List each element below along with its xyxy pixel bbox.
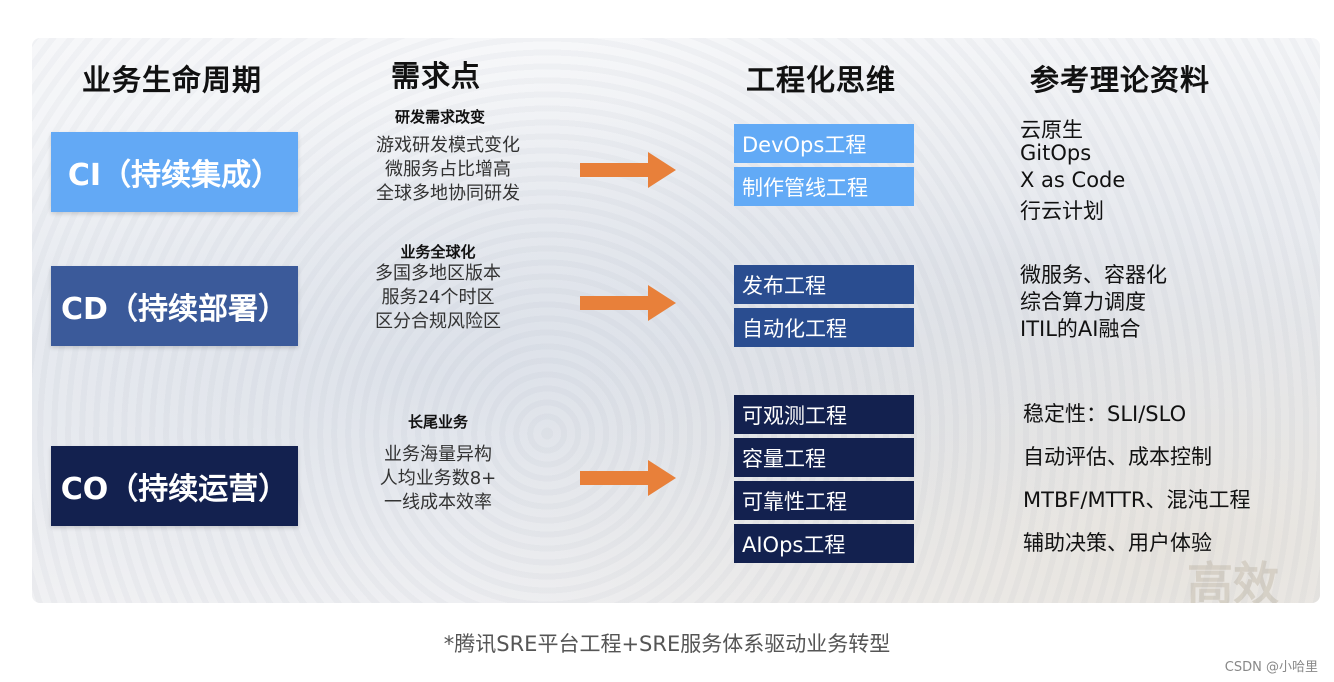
arrow-shape xyxy=(580,285,676,321)
header-engineering: 工程化思维 xyxy=(746,63,897,97)
arrow-right-icon xyxy=(580,460,676,496)
ref-item: 综合算力调度 xyxy=(1020,290,1146,314)
ref-item: 微服务、容器化 xyxy=(1020,263,1167,287)
ref-item: GitOps xyxy=(1020,141,1092,165)
header-references: 参考理论资料 xyxy=(1030,63,1211,97)
eng-reliability: 可靠性工程 xyxy=(734,481,914,520)
eng-observability: 可观测工程 xyxy=(734,395,914,434)
need-title-rd: 研发需求改变 xyxy=(394,108,485,126)
stage-cd: CD（持续部署） xyxy=(51,266,298,346)
arrow-shape xyxy=(580,460,676,496)
need-line: 全球多地协同研发 xyxy=(376,183,520,204)
ref-item: X as Code xyxy=(1020,168,1126,192)
ref-item: MTBF/MTTR、混沌工程 xyxy=(1023,488,1251,512)
stage-ci: CI（持续集成） xyxy=(51,132,298,212)
need-line: 游戏研发模式变化 xyxy=(376,135,520,156)
need-line: 多国多地区版本 xyxy=(375,263,501,284)
arrow-right-icon xyxy=(580,285,676,321)
header-lifecycle: 业务生命周期 xyxy=(82,63,263,97)
need-line: 人均业务数8+ xyxy=(379,468,497,489)
need-line: 业务海量异构 xyxy=(384,444,492,465)
header-needs: 需求点 xyxy=(391,59,482,93)
ref-item: 自动评估、成本控制 xyxy=(1023,445,1212,469)
need-line: 服务24个时区 xyxy=(381,287,495,308)
figure-caption: *腾讯SRE平台工程+SRE服务体系驱动业务转型 xyxy=(443,632,891,656)
arrow-right-icon xyxy=(580,152,676,188)
need-title-longtail: 长尾业务 xyxy=(407,413,468,431)
eng-automation: 自动化工程 xyxy=(734,308,914,347)
eng-pipeline: 制作管线工程 xyxy=(734,167,914,206)
ref-item: 辅助决策、用户体验 xyxy=(1023,531,1212,555)
watermark: CSDN @小哈里 xyxy=(1224,660,1318,675)
need-lines-longtail: 业务海量异构 人均业务数8+ 一线成本效率 xyxy=(338,443,538,515)
arrow-shape xyxy=(580,152,676,188)
eng-capacity: 容量工程 xyxy=(734,438,914,477)
need-lines-rd: 游戏研发模式变化 微服务占比增高 全球多地协同研发 xyxy=(348,134,548,206)
ref-item: 稳定性：SLI/SLO xyxy=(1023,402,1187,426)
need-line: 区分合规风险区 xyxy=(375,311,501,332)
eng-release: 发布工程 xyxy=(734,265,914,304)
ref-item: ITIL的AI融合 xyxy=(1020,317,1141,341)
need-line: 微服务占比增高 xyxy=(385,159,511,180)
need-line: 一线成本效率 xyxy=(384,492,492,513)
need-title-global: 业务全球化 xyxy=(400,243,476,261)
eng-aiops: AIOps工程 xyxy=(734,524,914,563)
stage-co: CO（持续运营） xyxy=(51,446,298,526)
ref-item: 云原生 xyxy=(1020,118,1083,142)
need-lines-global: 多国多地区版本 服务24个时区 区分合规风险区 xyxy=(338,262,538,334)
eng-devops: DevOps工程 xyxy=(734,124,914,163)
ref-item: 行云计划 xyxy=(1020,199,1104,223)
